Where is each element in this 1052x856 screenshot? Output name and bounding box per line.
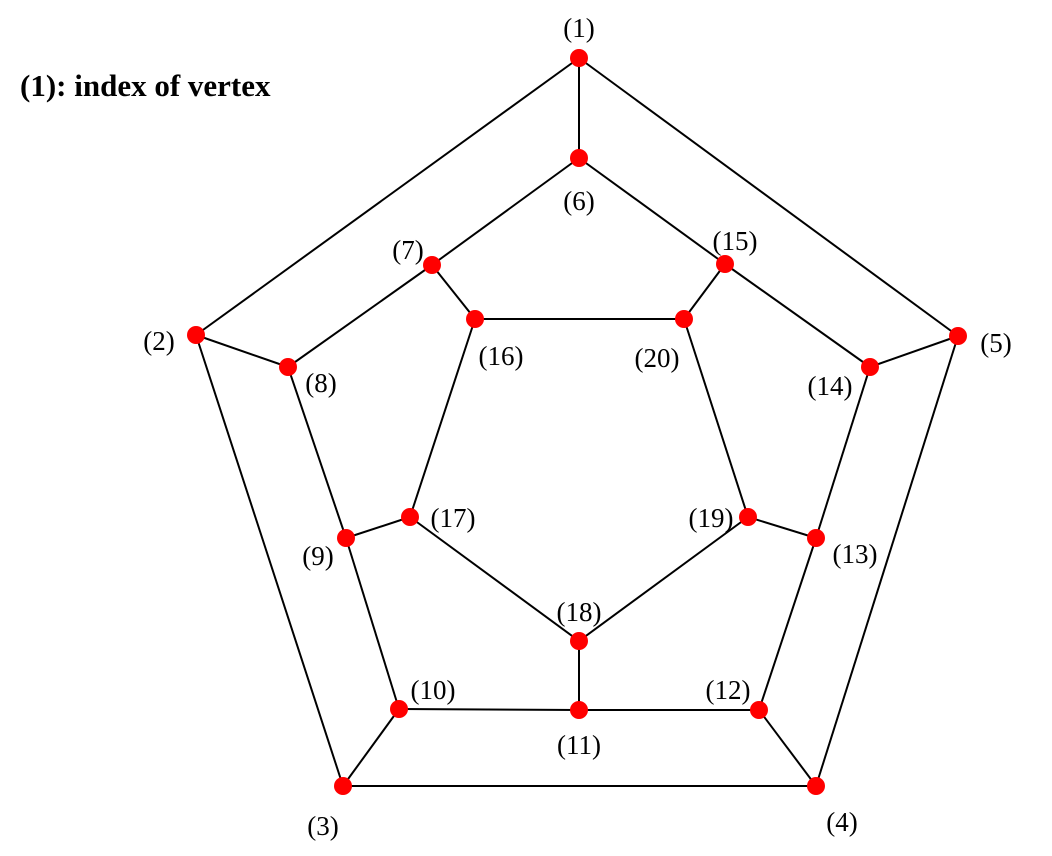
vertex-6	[570, 149, 588, 167]
vertex-label-9: (9)	[302, 541, 333, 571]
edge-9-17	[345, 516, 411, 539]
vertex-16	[466, 310, 484, 328]
vertex-label-5: (5)	[980, 328, 1011, 358]
vertex-label-14: (14)	[808, 371, 853, 401]
vertex-label-11: (11)	[557, 730, 601, 760]
edge-7-16	[431, 264, 476, 320]
vertex-10	[390, 700, 408, 718]
vertex-label-10: (10)	[411, 675, 456, 705]
vertex-11	[570, 701, 588, 719]
edge-12-13	[758, 537, 817, 711]
vertex-15	[716, 255, 734, 273]
vertex-label-20: (20)	[635, 343, 680, 373]
vertex-19	[739, 508, 757, 526]
edge-15-6	[578, 157, 726, 265]
edge-15-20	[683, 263, 726, 320]
vertex-label-19: (19)	[689, 503, 734, 533]
vertex-2	[187, 326, 205, 344]
vertex-label-1: (1)	[563, 13, 594, 43]
vertex-5	[949, 327, 967, 345]
vertex-labels-group: (1) (2) (3) (4) (5) (6) (7) (8) (9) (10) (11) (12) (…	[143, 13, 1011, 841]
edge-9-10	[345, 537, 400, 710]
vertex-14	[861, 358, 879, 376]
edge-8-9	[287, 366, 347, 539]
vertex-13	[807, 529, 825, 547]
vertex-label-3: (3)	[307, 811, 338, 841]
vertex-label-2: (2)	[143, 326, 174, 356]
vertex-3	[334, 777, 352, 795]
edge-16-17	[409, 318, 476, 518]
vertex-label-12: (12)	[706, 675, 751, 705]
legend-text: (1): index of vertex	[20, 68, 271, 103]
vertex-17	[401, 508, 419, 526]
vertex-label-15: (15)	[713, 226, 758, 256]
edge-4-12	[758, 709, 817, 787]
vertex-label-17: (17)	[431, 503, 476, 533]
vertex-label-4: (4)	[826, 807, 857, 837]
edge-7-8	[287, 264, 433, 368]
vertex-1	[570, 49, 588, 67]
vertex-4	[807, 777, 825, 795]
vertex-label-8: (8)	[305, 368, 336, 398]
edge-19-20	[683, 318, 749, 518]
edge-13-14	[815, 366, 871, 539]
vertex-18	[570, 632, 588, 650]
vertex-label-13: (13)	[833, 539, 878, 569]
edge-3-10	[342, 708, 400, 787]
vertex-label-16: (16)	[479, 341, 524, 371]
vertex-label-7: (7)	[392, 235, 423, 265]
edges-group	[195, 57, 959, 787]
edge-2-3	[195, 334, 344, 787]
edge-14-15	[724, 263, 871, 368]
edge-5-1	[578, 57, 959, 337]
edge-5-14	[869, 335, 959, 368]
vertex-20	[675, 310, 693, 328]
vertices-group	[187, 49, 967, 795]
edge-13-19	[747, 516, 817, 539]
edge-6-7	[431, 157, 580, 266]
edge-17-18	[409, 516, 580, 642]
edge-4-5	[815, 335, 959, 787]
vertex-12	[750, 701, 768, 719]
vertex-9	[337, 529, 355, 547]
vertex-8	[279, 358, 297, 376]
edge-2-8	[195, 334, 289, 368]
vertex-7	[423, 256, 441, 274]
edge-1-2	[195, 57, 580, 336]
edge-10-11	[398, 708, 580, 711]
vertex-label-6: (6)	[563, 186, 594, 216]
vertex-label-18: (18)	[557, 597, 602, 627]
edge-18-19	[578, 516, 749, 642]
